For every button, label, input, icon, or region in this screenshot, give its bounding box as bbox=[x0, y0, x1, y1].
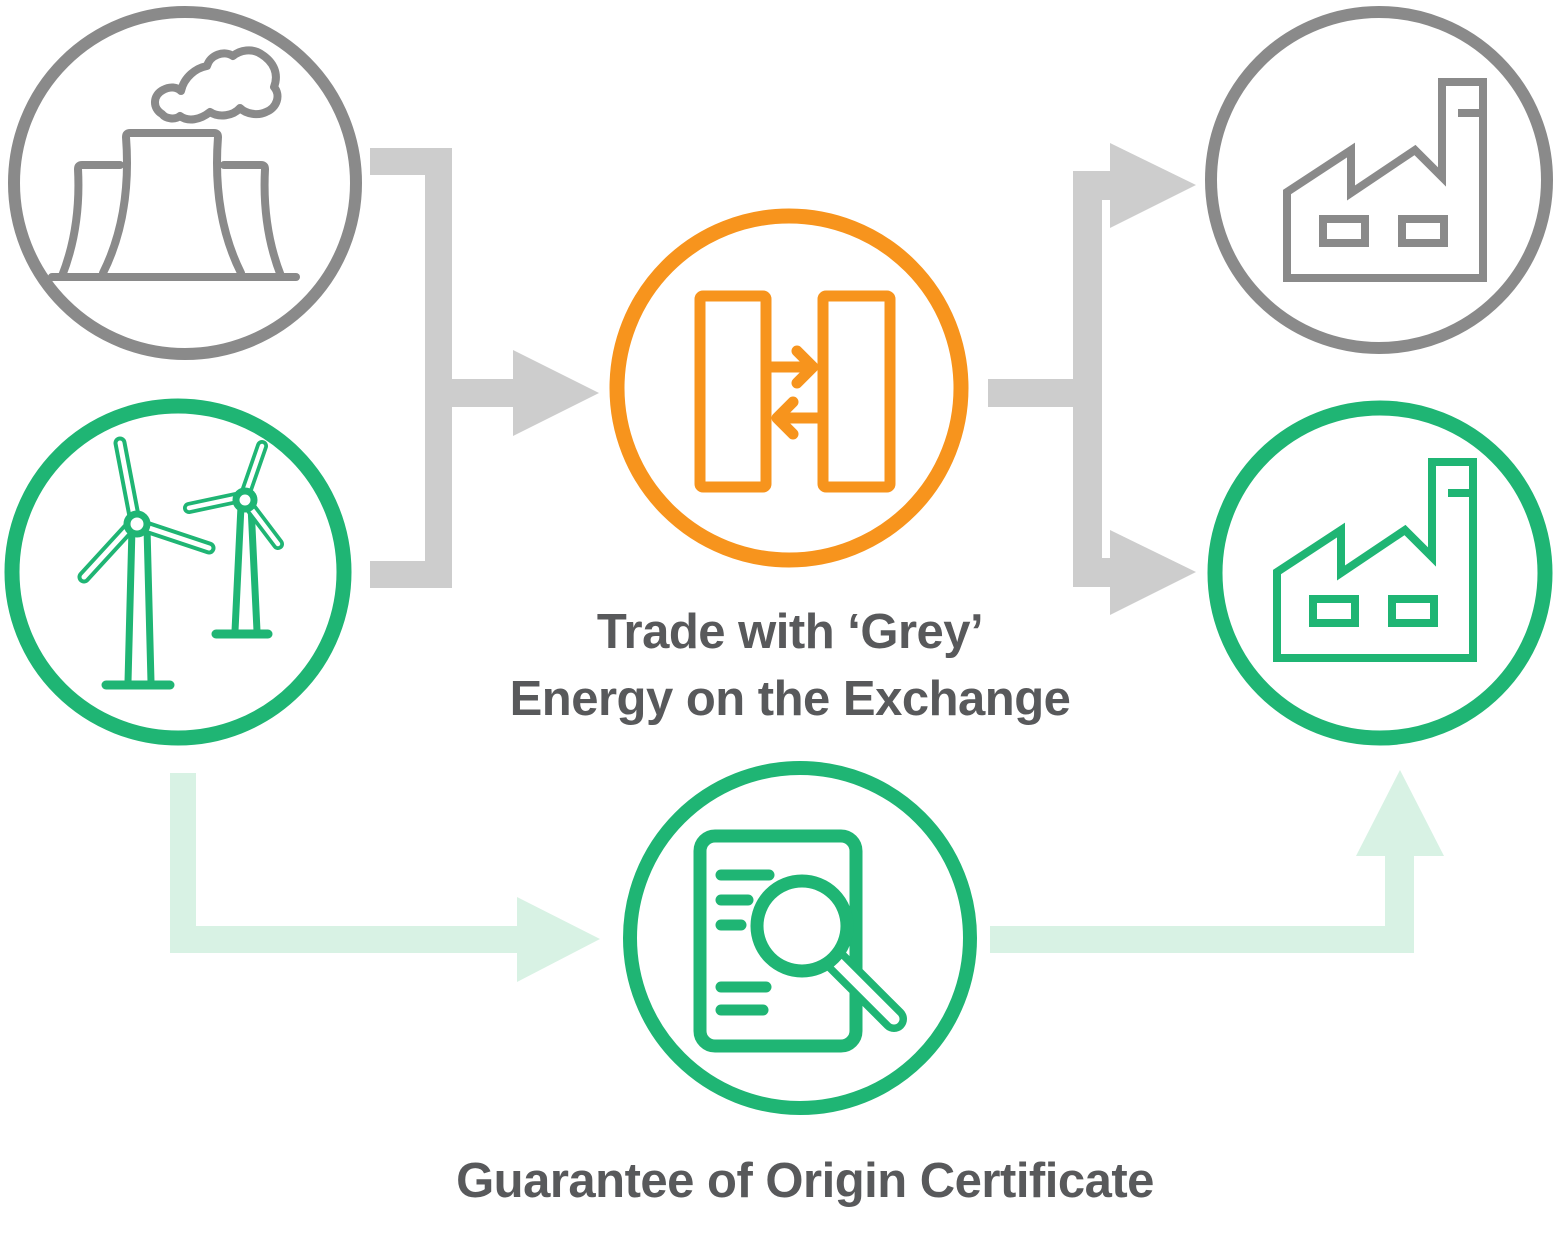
magnifier-lens bbox=[750, 874, 854, 978]
arrow-sources-to-exchange bbox=[370, 148, 599, 588]
factory-green-node bbox=[1207, 400, 1553, 746]
wind-turbines-node bbox=[4, 398, 352, 746]
factory-grey-node bbox=[1205, 6, 1553, 354]
smoke-cloud bbox=[151, 46, 282, 124]
exchange-label-line2: Energy on the Exchange bbox=[509, 672, 1071, 726]
exchange-ring bbox=[609, 208, 969, 568]
arrow-certificate-to-factory bbox=[990, 770, 1444, 953]
certificate-node bbox=[623, 761, 977, 1115]
exchange-label-line1: Trade with ‘Grey’ bbox=[596, 605, 984, 659]
wind-turbines-icon bbox=[77, 436, 284, 690]
power-plant-node bbox=[8, 6, 362, 360]
exchange-node bbox=[609, 208, 969, 568]
arrow-wind-to-certificate bbox=[170, 773, 600, 982]
exchange-label: Trade with ‘Grey’ Energy on the Exchange bbox=[390, 599, 1190, 733]
power-plant-icon bbox=[48, 46, 300, 281]
certificate-magnifier-icon bbox=[693, 829, 907, 1053]
factory-green-ring bbox=[1207, 400, 1553, 746]
certificate-ring bbox=[623, 761, 977, 1115]
arrow-exchange-to-factories bbox=[988, 143, 1196, 615]
exchange-trade-icon bbox=[694, 290, 896, 493]
power-plant-ring bbox=[8, 6, 362, 360]
factory-grey-ring bbox=[1205, 6, 1553, 354]
factory-icon bbox=[1277, 462, 1473, 658]
certificate-label: Guarantee of Origin Certificate bbox=[456, 1154, 1154, 1208]
factory-icon bbox=[1287, 82, 1483, 278]
wind-turbines-ring bbox=[4, 398, 352, 746]
